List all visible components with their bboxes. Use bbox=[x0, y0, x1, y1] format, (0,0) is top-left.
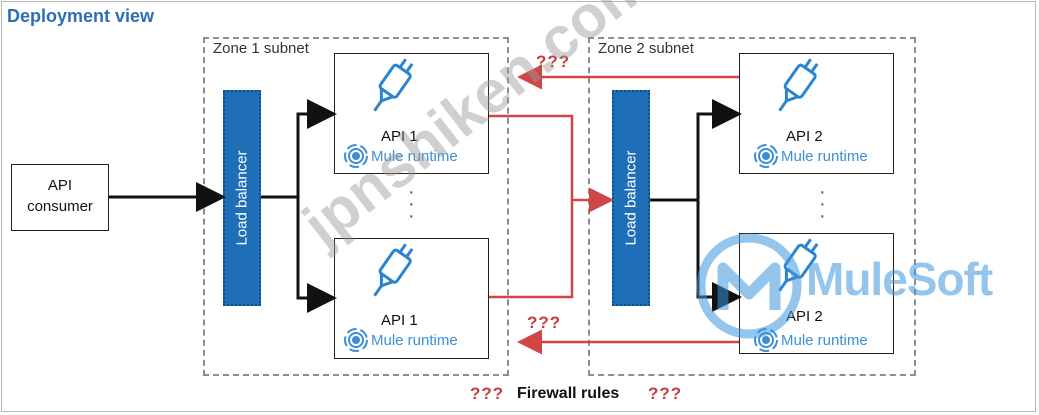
plug-icon bbox=[373, 58, 414, 112]
zone-2-label: Zone 2 subnet bbox=[596, 40, 696, 57]
mule-runtime-icon bbox=[344, 144, 368, 168]
api-1-node-top bbox=[334, 53, 489, 174]
api-consumer-line1: API bbox=[47, 177, 73, 194]
ellipsis-zone-2: ··· bbox=[819, 181, 826, 227]
api-1-node-bottom bbox=[334, 238, 489, 359]
api-1-name-bottom: API 1 bbox=[381, 312, 418, 329]
plug-icon bbox=[778, 238, 819, 292]
arrow-api1-top-to-lb2 bbox=[489, 114, 574, 200]
unknown-marker-top: ??? bbox=[536, 52, 571, 71]
arrow-lb1-to-api1-top bbox=[261, 99, 337, 199]
api-consumer-line2: consumer bbox=[27, 198, 93, 215]
api-consumer-box: API consumer bbox=[11, 164, 109, 231]
arrow-api1-bottom-to-lb2 bbox=[489, 200, 574, 299]
unknown-marker-firewall-right: ??? bbox=[648, 384, 683, 403]
unknown-marker-firewall-left: ??? bbox=[470, 384, 505, 403]
api-2-name-bottom: API 2 bbox=[786, 308, 823, 325]
api-1-runtime-bottom: Mule runtime bbox=[371, 332, 458, 349]
arrow-lb2-to-api2-top bbox=[650, 99, 742, 202]
api-2-runtime-top: Mule runtime bbox=[781, 148, 868, 165]
firewall-rules-label: Firewall rules bbox=[517, 385, 620, 402]
api-1-runtime-top: Mule runtime bbox=[371, 148, 458, 165]
mulesoft-logo bbox=[696, 233, 802, 339]
plug-icon bbox=[373, 243, 414, 297]
arrow-lb1-to-api1-bottom bbox=[296, 197, 337, 313]
unknown-marker-bottom: ??? bbox=[527, 313, 562, 332]
api-1-name-top: API 1 bbox=[381, 128, 418, 145]
mule-runtime-icon bbox=[344, 328, 368, 352]
ellipsis-zone-1: ··· bbox=[408, 181, 415, 227]
diagram-title: Deployment view bbox=[7, 6, 155, 26]
mulesoft-logo-text: MuleSoft bbox=[806, 253, 993, 305]
plug-icon bbox=[778, 58, 819, 112]
zone-1-label: Zone 1 subnet bbox=[211, 40, 311, 57]
mule-runtime-icon bbox=[754, 144, 778, 168]
api-2-name-top: API 2 bbox=[786, 128, 823, 145]
api-2-runtime-bottom: Mule runtime bbox=[781, 332, 868, 349]
